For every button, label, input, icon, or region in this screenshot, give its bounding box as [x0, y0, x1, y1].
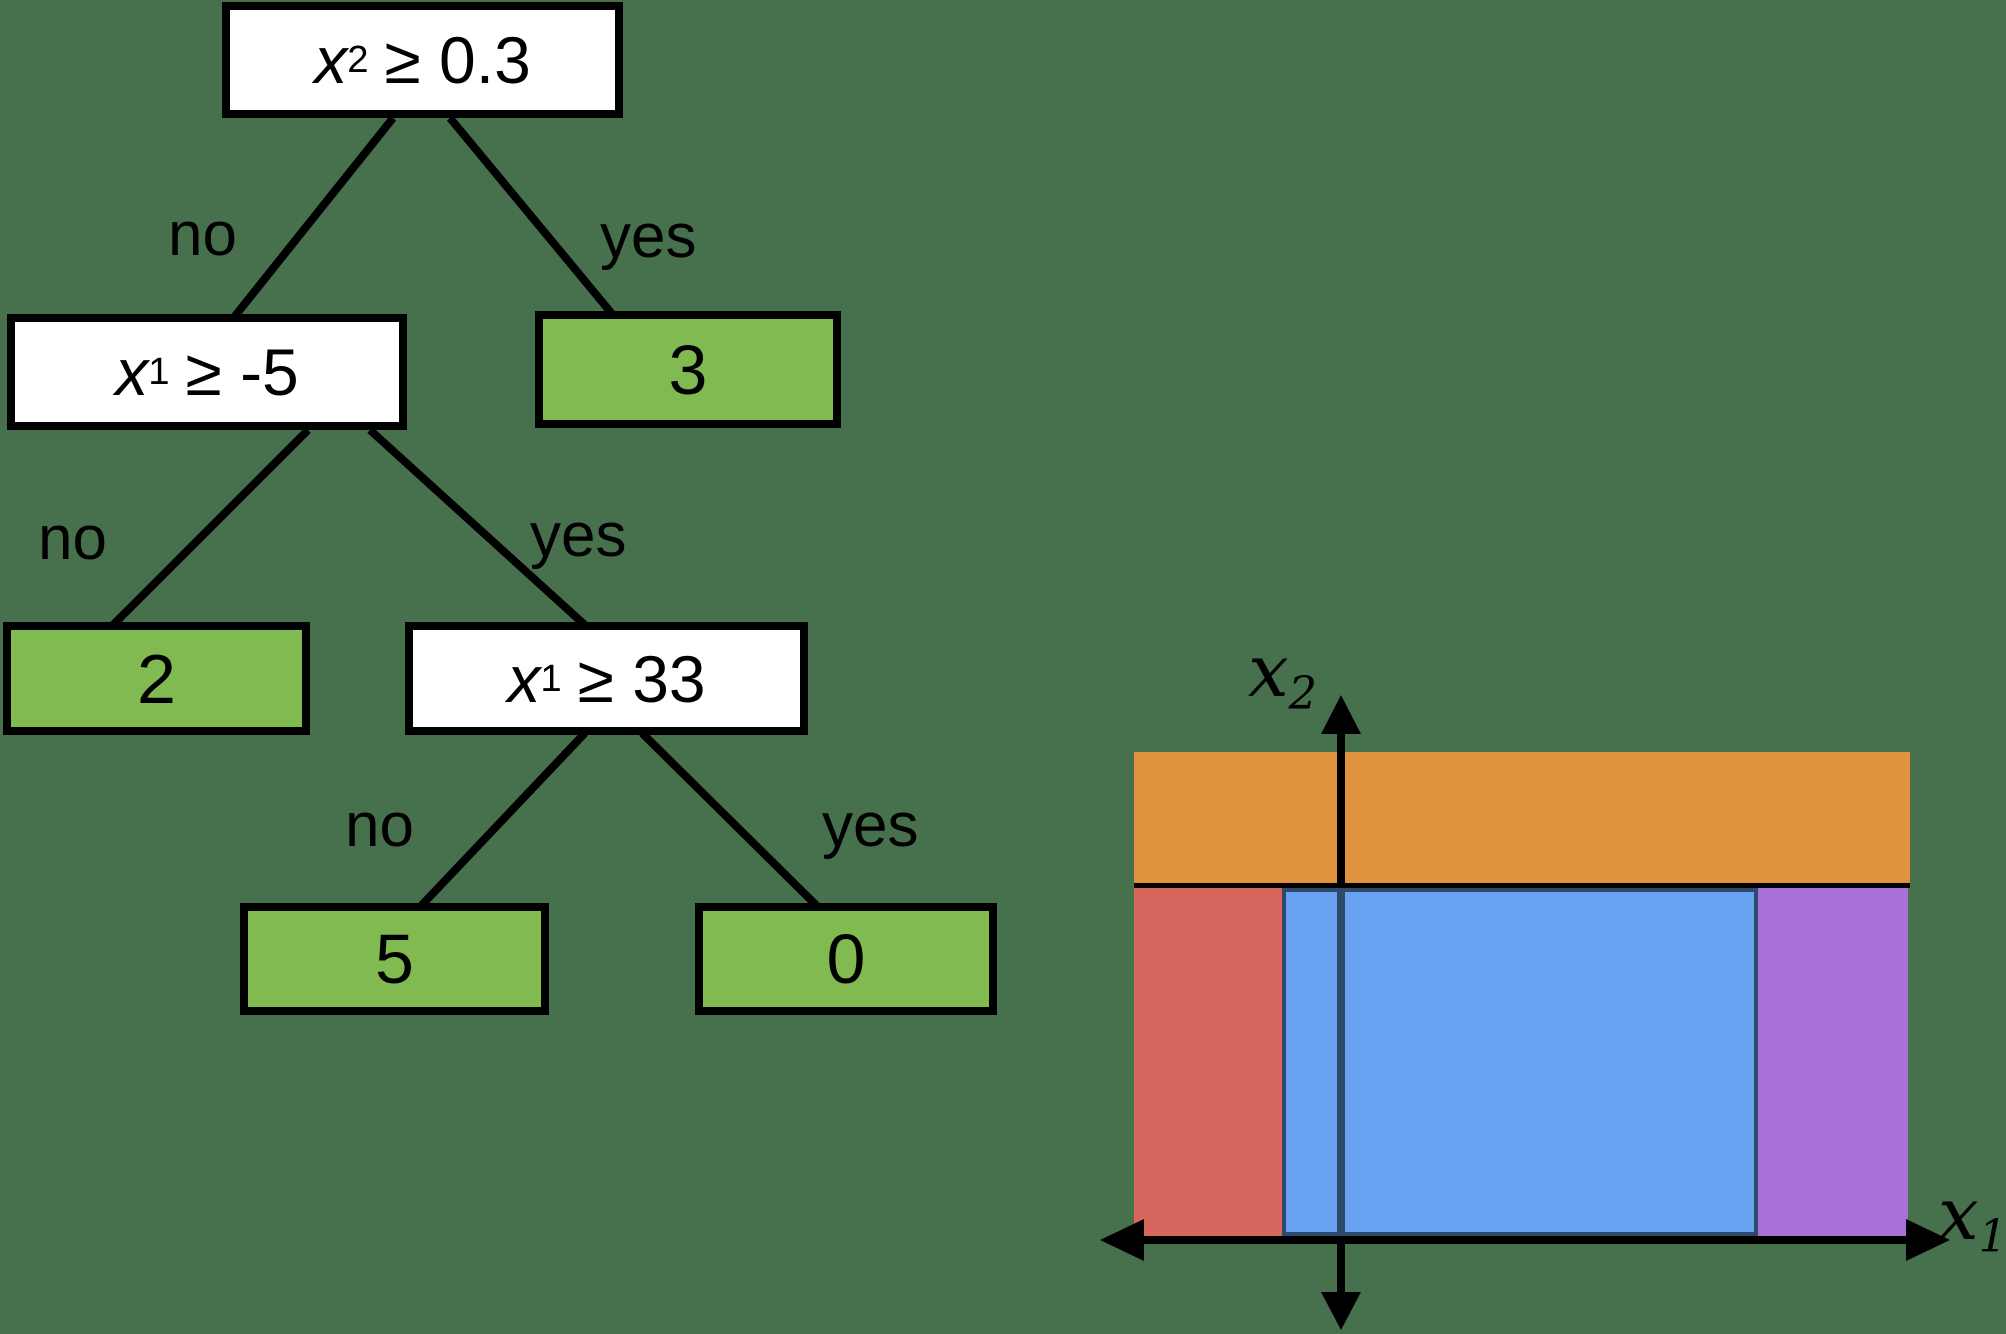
region-top-band	[1134, 752, 1910, 883]
x-axis	[1100, 1219, 1950, 1261]
root-subscript: 2	[347, 38, 369, 81]
x-axis-variable: x	[1938, 1172, 1979, 1256]
region-left-band	[1134, 888, 1282, 1236]
edge-n2-yes	[639, 730, 821, 910]
y-axis-through-blue-segment	[1337, 888, 1345, 1236]
n2-condition: ≥ 33	[577, 641, 706, 716]
edge-label-root-no: no	[168, 200, 237, 269]
tree-leaf-5: 5	[240, 903, 549, 1015]
n2-variable: x	[507, 641, 541, 716]
split-line-x2	[1134, 883, 1910, 888]
edge-n1-yes	[367, 427, 589, 629]
leaf-0-value: 0	[826, 920, 866, 998]
edge-label-n2-yes: yes	[822, 791, 919, 860]
x-axis-line	[1140, 1236, 1908, 1244]
root-variable: x	[314, 23, 348, 97]
tree-leaf-0: 0	[695, 903, 997, 1015]
edge-label-n2-no: no	[345, 791, 414, 860]
y-axis-up-arrow	[1321, 695, 1361, 734]
decision-tree-edges	[109, 115, 821, 910]
x-axis-left-arrow	[1100, 1219, 1144, 1261]
x-axis-label: x1	[1938, 1178, 2006, 1259]
edge-root-no	[231, 115, 397, 319]
y-axis-variable: x	[1248, 629, 1289, 713]
partition-plot	[1100, 695, 1950, 1330]
x-axis-right-arrow	[1906, 1219, 1950, 1261]
leaf-5-value: 5	[375, 920, 414, 998]
tree-leaf-2: 2	[3, 622, 310, 735]
y-axis-down-arrow	[1321, 1292, 1361, 1330]
edge-root-yes	[446, 115, 617, 318]
n2-subscript: 1	[540, 656, 562, 700]
x-axis-subscript: 1	[1978, 1210, 2006, 1263]
leaf-3-value: 3	[668, 330, 708, 409]
y-axis-lower-segment	[1337, 1244, 1345, 1296]
tree-leaf-3: 3	[535, 311, 841, 428]
n1-condition: ≥ -5	[185, 335, 299, 409]
y-axis-label: x2	[1248, 635, 1317, 716]
y-axis	[1321, 695, 1361, 1330]
edge-label-n1-yes: yes	[530, 501, 627, 570]
region-right-band	[1758, 888, 1908, 1236]
edge-n1-no	[109, 427, 311, 629]
leaf-2-value: 2	[137, 639, 176, 718]
y-axis-upper-segment	[1337, 730, 1345, 888]
region-middle-band	[1282, 888, 1758, 1236]
edge-n2-no	[417, 730, 588, 910]
edge-label-n1-no: no	[38, 504, 107, 573]
n1-subscript: 1	[148, 350, 170, 393]
edge-label-root-yes: yes	[600, 202, 697, 271]
root-condition: ≥ 0.3	[384, 23, 531, 97]
y-axis-subscript: 2	[1288, 667, 1318, 720]
n1-variable: x	[115, 335, 149, 409]
